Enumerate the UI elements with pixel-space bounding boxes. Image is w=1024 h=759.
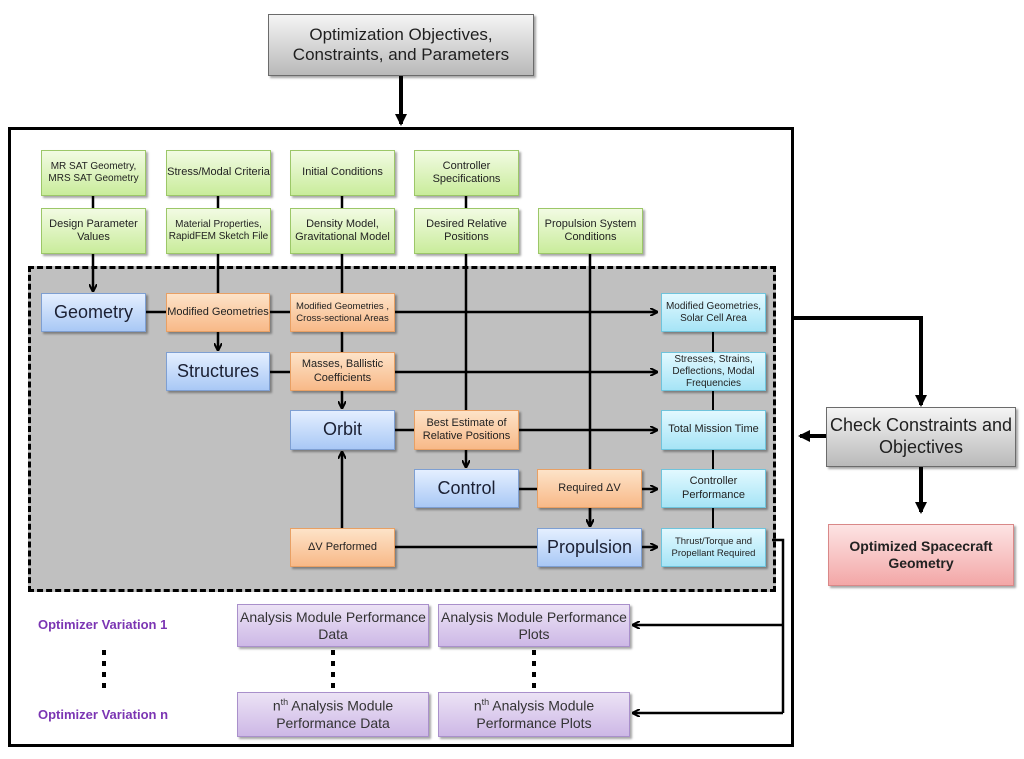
performance-data-n: nth Analysis Module Performance Data (237, 692, 429, 737)
module-structures: Structures (166, 352, 270, 391)
performance-data-1: Analysis Module Performance Data (237, 604, 429, 647)
data-masses-ballistic: Masses, Ballistic Coefficients (290, 352, 395, 391)
data-required-dv: Required ΔV (537, 469, 642, 508)
data-cross-sectional-areas: Modified Geometries , Cross-sectional Ar… (290, 293, 395, 332)
analysis-framework-boundary (8, 127, 794, 747)
data-best-estimate: Best Estimate of Relative Positions (414, 410, 519, 450)
input-propulsion-conditions: Propulsion System Conditions (538, 208, 643, 254)
output-stresses: Stresses, Strains, Deflections, Modal Fr… (661, 352, 766, 391)
data-dv-performed: ΔV Performed (290, 528, 395, 567)
input-geometry-source: MR SAT Geometry, MRS SAT Geometry (41, 150, 146, 196)
performance-plots-n: nth Analysis Module Performance Plots (438, 692, 630, 737)
input-controller-specs: Controller Specifications (414, 150, 519, 196)
optimizer-variation-1-label: Optimizer Variation 1 (38, 617, 168, 632)
input-density-model: Density Model, Gravitational Model (290, 208, 395, 254)
output-solar-cell-area: Modified Geometries, Solar Cell Area (661, 293, 766, 332)
input-stress-criteria: Stress/Modal Criteria (166, 150, 271, 196)
input-desired-positions: Desired Relative Positions (414, 208, 519, 254)
module-propulsion: Propulsion (537, 528, 642, 567)
output-thrust-propellant: Thrust/Torque and Propellant Required (661, 528, 766, 567)
objectives-box: Optimization Objectives, Constraints, an… (268, 14, 534, 76)
module-geometry: Geometry (41, 293, 146, 332)
input-initial-conditions: Initial Conditions (290, 150, 395, 196)
optimized-geometry-box: Optimized Spacecraft Geometry (828, 524, 1014, 586)
arrow-framework-to-check (794, 316, 927, 407)
data-modified-geometries: Modified Geometries (166, 293, 270, 332)
optimizer-variation-n-label: Optimizer Variation n (38, 707, 169, 722)
check-constraints-box: Check Constraints and Objectives (826, 407, 1016, 467)
input-design-parameters: Design Parameter Values (41, 208, 146, 254)
module-orbit: Orbit (290, 410, 395, 450)
output-controller-performance: Controller Performance (661, 469, 766, 508)
module-control: Control (414, 469, 519, 508)
output-mission-time: Total Mission Time (661, 410, 766, 450)
performance-plots-1: Analysis Module Performance Plots (438, 604, 630, 647)
input-material-properties: Material Properties, RapidFEM Sketch Fil… (166, 208, 271, 254)
